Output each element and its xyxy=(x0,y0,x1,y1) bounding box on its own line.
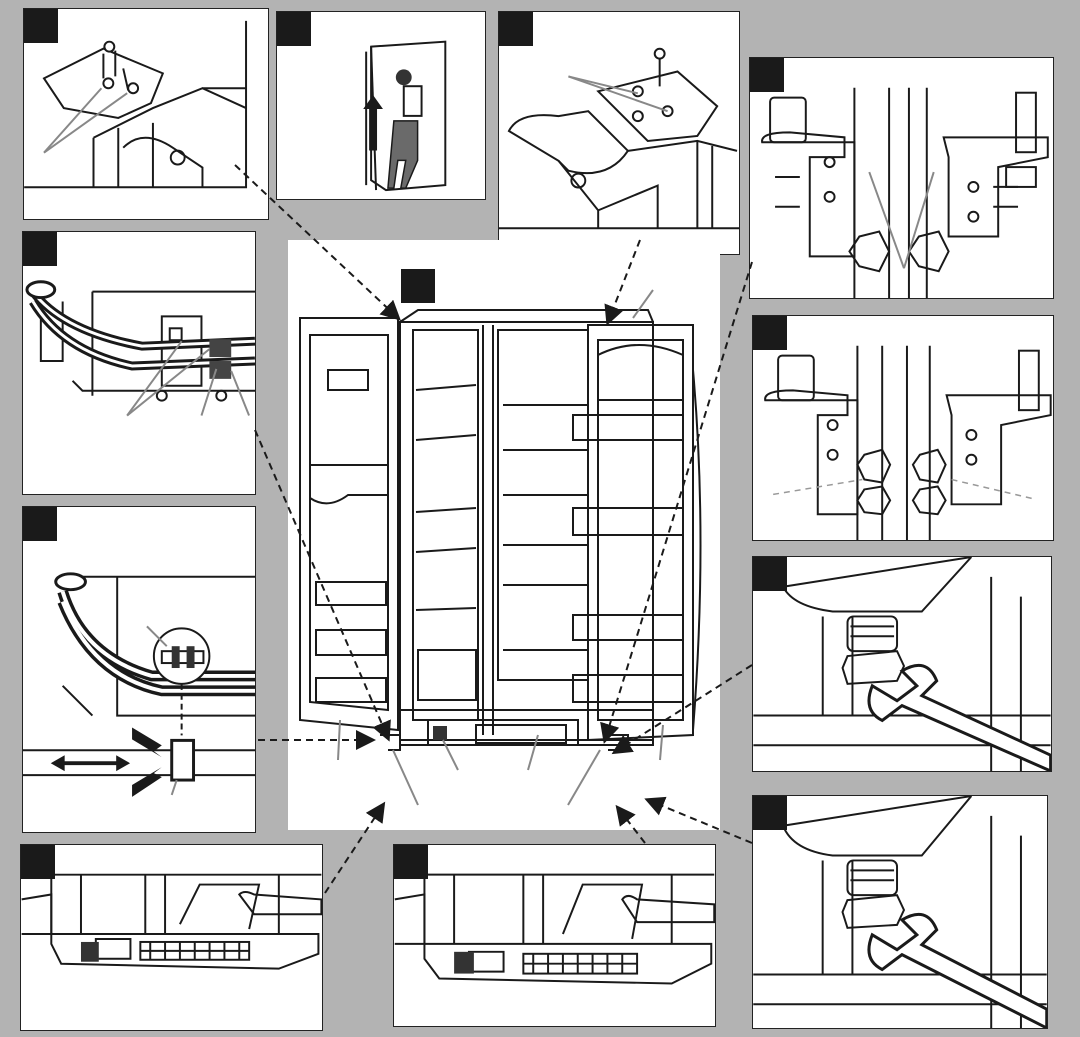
step-tag xyxy=(753,316,787,350)
water-line-disconnect-drawing xyxy=(23,507,255,832)
step-tag xyxy=(24,9,58,43)
panel-lift-door xyxy=(276,11,486,200)
step-tag xyxy=(394,845,428,879)
base-grille-center-drawing xyxy=(394,845,715,1026)
panel-leveling-screw-left xyxy=(752,556,1052,772)
screw-icon xyxy=(104,42,114,52)
step-tag xyxy=(23,507,57,541)
step-tag xyxy=(750,58,784,92)
panel-leveling-screw-right xyxy=(752,795,1048,1029)
push-arrow-icon xyxy=(132,728,162,758)
panel-bottom-hinge-adjust xyxy=(752,315,1054,541)
screw-icon xyxy=(655,49,665,59)
leveling-screw-right-drawing xyxy=(753,796,1047,1028)
wiring-disconnect-drawing xyxy=(23,232,255,494)
leveling-screw-left-drawing xyxy=(753,557,1051,771)
panel-bottom-hinge-tighten xyxy=(749,57,1054,299)
panel-base-grille-left xyxy=(20,844,323,1031)
push-arrow-icon xyxy=(132,767,162,797)
bottom-hinge-adjust-drawing xyxy=(753,316,1053,540)
panel-main-refrigerator xyxy=(288,240,720,830)
top-hinge-left-drawing xyxy=(24,9,268,219)
panel-top-hinge-left xyxy=(23,8,269,220)
double-arrow-icon xyxy=(51,755,130,771)
step-tag xyxy=(21,845,55,879)
step-tag xyxy=(23,232,57,266)
panel-base-grille-center xyxy=(393,844,716,1027)
panel-water-line-disconnect xyxy=(22,506,256,833)
step-tag xyxy=(499,12,533,46)
step-tag xyxy=(277,12,311,46)
step-tag xyxy=(753,796,787,830)
top-hinge-right-drawing xyxy=(499,12,739,254)
step-tag xyxy=(753,557,787,591)
step-tag xyxy=(401,269,435,303)
base-grille-left-drawing xyxy=(21,845,322,1030)
panel-wiring-disconnect xyxy=(22,231,256,495)
refrigerator-drawing xyxy=(288,240,720,830)
bottom-hinge-tighten-drawing xyxy=(750,58,1053,298)
panel-top-hinge-right xyxy=(498,11,740,255)
